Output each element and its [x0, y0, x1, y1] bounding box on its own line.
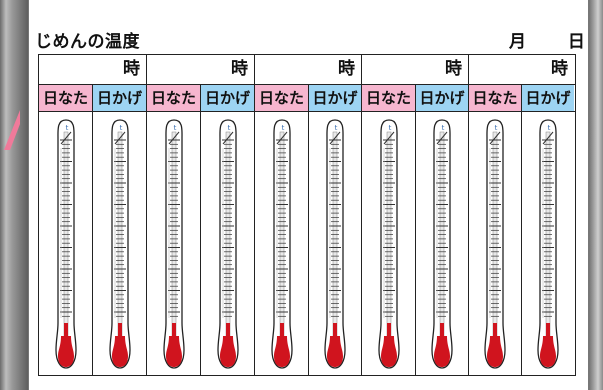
thermometer-cell-shade-1[interactable]: t [93, 112, 147, 375]
thermometer-tube [117, 131, 122, 339]
hour-cell-1[interactable]: 時 [39, 55, 147, 84]
thermometer-symbol: t [442, 124, 445, 132]
gauge-mark [329, 131, 341, 145]
thermometer-bulb [219, 336, 236, 367]
bulb-stem [546, 323, 550, 338]
thermometer-symbol: t [173, 124, 176, 132]
gauge-mark [222, 131, 233, 145]
thermometer-tube [225, 131, 230, 339]
bulb-stem [171, 323, 176, 338]
bulb-stem [279, 323, 284, 338]
thermometer-icon: t [162, 119, 185, 369]
date-field: 月 日 [509, 27, 585, 52]
thermometer-tube [545, 131, 551, 339]
bulb-stem [117, 323, 122, 338]
bulb-stem [63, 323, 68, 338]
day-label: 日 [567, 32, 585, 52]
right-frame-edge [587, 0, 603, 390]
thermometer-tube [332, 131, 338, 339]
thermometer-icon: t [270, 119, 293, 369]
shade-label-4: 日かげ [416, 85, 469, 111]
thermometer-bulb [273, 336, 290, 367]
pink-decoration-icon [4, 110, 20, 150]
sun-label-2: 日なた [147, 85, 201, 111]
thermometer-cell-shade-5[interactable]: t [522, 112, 574, 375]
gauge-mark [436, 131, 448, 145]
gauge-mark [168, 131, 179, 145]
thermometer-bulb [434, 336, 450, 367]
sun-label-3: 日なた [255, 85, 309, 111]
gauge-mark [114, 131, 125, 145]
thermometer-cell-sun-5[interactable]: t [469, 112, 522, 375]
shade-label-3: 日かげ [309, 85, 362, 111]
thermometer-bulb [540, 336, 556, 367]
hour-row: 時 時 時 時 時 [39, 55, 575, 85]
shade-label-1: 日かげ [93, 85, 147, 111]
gauge-mark [542, 131, 554, 145]
bulb-stem [440, 323, 444, 338]
thermometer-tube [63, 131, 68, 339]
thermometer-symbol: t [388, 124, 391, 132]
shade-label-2: 日かげ [201, 85, 255, 111]
bulb-stem [386, 323, 391, 338]
thermometer-cell-sun-2[interactable]: t [147, 112, 201, 375]
hour-cell-5[interactable]: 時 [551, 59, 568, 79]
thermometer-bulb [487, 336, 503, 367]
shade-label-5: 日かげ [522, 85, 574, 111]
thermometer-bulb [57, 336, 74, 367]
bulb-stem [333, 323, 337, 338]
thermometer-symbol: t [335, 124, 338, 132]
thermometer-bulb [111, 336, 128, 367]
gauge-mark [276, 131, 287, 145]
hour-cell-2[interactable]: 時 [147, 55, 255, 84]
gauge-mark [383, 131, 394, 145]
thermometer-icon: t [54, 119, 77, 369]
thermometer-icon: t [537, 119, 559, 369]
sun-label-4: 日なた [362, 85, 416, 111]
thermometer-tube [279, 131, 284, 339]
left-frame-edge [0, 0, 28, 390]
thermometer-symbol: t [227, 124, 230, 132]
thermometer-bulb [165, 336, 182, 367]
gauge-mark [489, 131, 501, 145]
worksheet: じめんの温度 月 日 時 時 時 時 時 日なた 日かげ 日なた 日かげ 日なた… [28, 0, 589, 390]
thermometer-symbol: t [495, 124, 498, 132]
thermometer-symbol: t [281, 124, 284, 132]
thermometer-bulb [380, 336, 397, 367]
thermometer-cell-sun-4[interactable]: t [362, 112, 416, 375]
thermometer-icon: t [324, 119, 346, 369]
thermometer-icon: t [431, 119, 453, 369]
thermometer-cell-sun-1[interactable]: t [39, 112, 93, 375]
thermometer-cell-shade-4[interactable]: t [416, 112, 469, 375]
hour-cell-3[interactable]: 時 [255, 55, 362, 84]
month-label: 月 [509, 32, 526, 52]
thermometer-cell-shade-3[interactable]: t [309, 112, 362, 375]
thermometer-symbol: t [119, 124, 122, 132]
label-row: 日なた 日かげ 日なた 日かげ 日なた 日かげ 日なた 日かげ 日なた 日かげ [39, 85, 575, 112]
sun-label-5: 日なた [469, 85, 522, 111]
gauge-mark [60, 131, 71, 145]
temperature-table: 時 時 時 時 時 日なた 日かげ 日なた 日かげ 日なた 日かげ 日なた 日か… [38, 54, 576, 376]
thermometer-tube [439, 131, 445, 339]
sun-label-1: 日なた [39, 85, 93, 111]
thermometer-cell-shade-2[interactable]: t [201, 112, 255, 375]
thermometer-cell-sun-3[interactable]: t [255, 112, 309, 375]
thermometer-tube [492, 131, 498, 339]
thermometer-icon: t [484, 119, 506, 369]
thermometer-icon: t [216, 119, 239, 369]
thermometer-symbol: t [65, 124, 68, 132]
thermometer-icon: t [377, 119, 400, 369]
thermometer-tube [386, 131, 391, 339]
thermometer-icon: t [108, 119, 131, 369]
thermometer-bulb [327, 336, 343, 367]
hour-cell-4[interactable]: 時 [362, 55, 469, 84]
bulb-stem [225, 323, 230, 338]
thermometer-symbol: t [548, 124, 551, 132]
page-title: じめんの温度 [35, 32, 140, 52]
thermometer-tube [171, 131, 176, 339]
bulb-stem [493, 323, 497, 338]
